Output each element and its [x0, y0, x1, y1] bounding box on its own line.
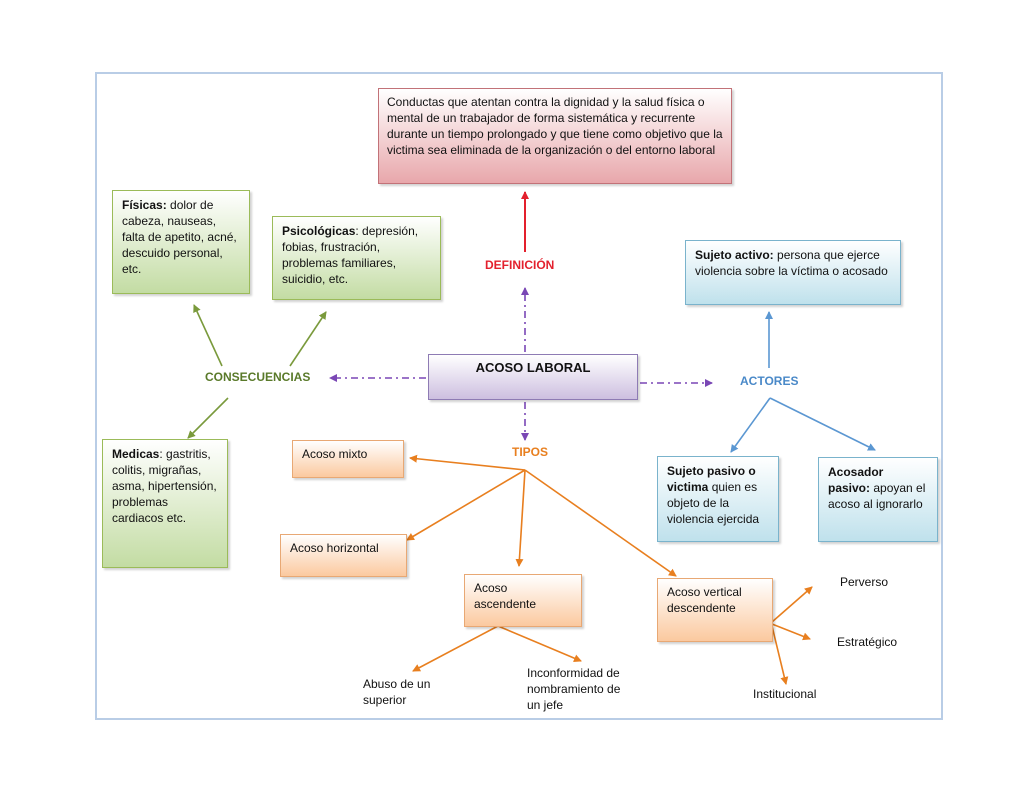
arrow-tipos-to-vertical	[524, 469, 677, 577]
medicas-box: Medicas: gastritis, colitis, migrañas, a…	[102, 439, 228, 568]
acoso-vertical-box: Acoso vertical descendente	[657, 578, 773, 642]
sujeto-pasivo-box: Sujeto pasivo o victima quien es objeto …	[657, 456, 779, 542]
psicologicas-box: Psicológicas: depresión, fobias, frustra…	[272, 216, 441, 300]
sujeto-activo-title: Sujeto activo:	[695, 248, 774, 262]
acoso-mixto-label: Acoso mixto	[302, 447, 368, 461]
tipos-label: TIPOS	[512, 445, 549, 459]
acoso-mixto-box: Acoso mixto	[292, 440, 404, 478]
arrow-tipos-to-ascendente	[515, 469, 526, 567]
institucional-label: Institucional	[753, 687, 817, 701]
definition-text: Conductas que atentan contra la dignidad…	[387, 95, 723, 157]
fisicas-box: Físicas: dolor de cabeza, nauseas, falta…	[112, 190, 250, 294]
arrow-vertical-to-perverso	[771, 586, 813, 623]
psicologicas-text: : depresión, fobias, frustración, proble…	[282, 224, 419, 286]
medicas-title: Medicas	[112, 447, 160, 461]
perverso-label: Perverso	[840, 575, 889, 589]
consecuencias-label: CONSECUENCIAS	[205, 370, 311, 384]
sujeto-activo-text: persona que ejerce violencia sobre la ví…	[695, 248, 888, 278]
definicion-label: DEFINICIÓN	[485, 258, 555, 272]
arrow-actores-to-acosador	[769, 397, 876, 451]
fisicas-text: dolor de cabeza, nauseas, falta de apeti…	[122, 198, 237, 276]
abuso-superior-label: Abuso de un superior	[363, 677, 431, 707]
definition-box: Conductas que atentan contra la dignidad…	[378, 88, 732, 184]
acoso-ascendente-label: Acoso ascendente	[474, 581, 537, 611]
diagram-frame	[95, 72, 943, 720]
acosador-pasivo-box: Acosador pasivo: apoyan el acoso al igno…	[818, 457, 938, 542]
acosador-pasivo-title: Acosador pasivo:	[828, 465, 884, 495]
center-title: ACOSO LABORAL	[475, 360, 591, 375]
center-node: ACOSO LABORAL	[428, 354, 638, 400]
arrow-ascendente-to-inconformidad	[497, 625, 582, 662]
acosador-pasivo-text: apoyan el acoso al ignorarlo	[828, 481, 926, 511]
arrow-consecuencias-to-fisicas	[193, 304, 223, 367]
arrow-actores-to-pasivo	[730, 397, 771, 453]
inconformidad-label: Inconformidad de nombramiento de un jefe	[527, 666, 621, 712]
arrow-vertical-to-institucional	[771, 625, 789, 685]
estrategico-label: Estratégico	[837, 635, 898, 649]
sujeto-pasivo-title: Sujeto pasivo o victima	[667, 464, 756, 494]
arrow-vertical-to-estrategico	[771, 623, 811, 641]
sujeto-activo-box: Sujeto activo: persona que ejerce violen…	[685, 240, 901, 305]
arrow-consecuencias-to-medicas	[187, 397, 229, 439]
medicas-text: : gastritis, colitis, migrañas, asma, hi…	[112, 447, 217, 525]
acoso-horizontal-box: Acoso horizontal	[280, 534, 407, 577]
sujeto-pasivo-text: quien es objeto de la violencia ejercida	[667, 480, 760, 526]
arrow-tipos-to-horizontal	[406, 469, 526, 541]
acoso-vertical-label: Acoso vertical descendente	[667, 585, 742, 615]
arrow-tipos-to-mixto	[409, 454, 526, 471]
acoso-horizontal-label: Acoso horizontal	[290, 541, 379, 555]
arrow-ascendente-to-abuso	[412, 625, 499, 672]
actores-label: ACTORES	[740, 374, 799, 388]
psicologicas-title: Psicológicas	[282, 224, 356, 238]
fisicas-title: Físicas:	[122, 198, 167, 212]
arrow-consecuencias-to-psicologicas	[289, 311, 327, 367]
acoso-ascendente-box: Acoso ascendente	[464, 574, 582, 627]
